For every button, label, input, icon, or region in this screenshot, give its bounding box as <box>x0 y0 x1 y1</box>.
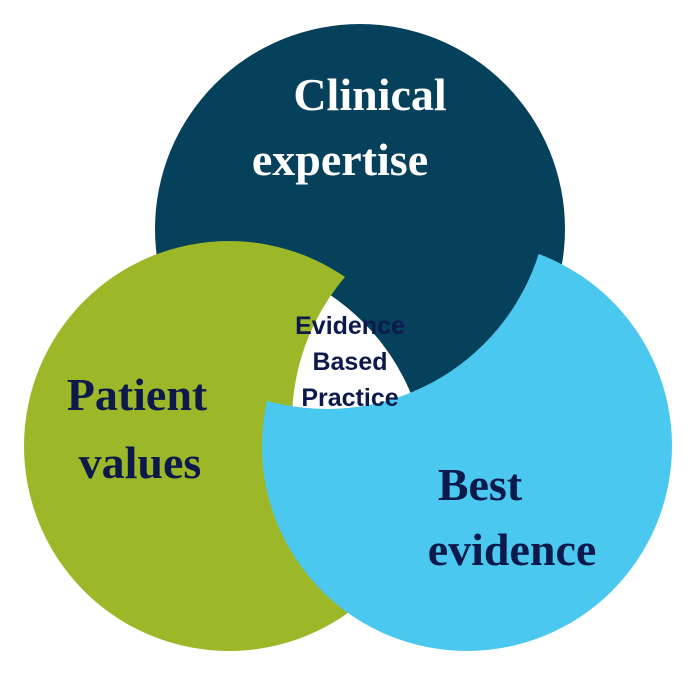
center-label-line3: Practice <box>301 384 398 412</box>
lobe-best-evidence-label-line2: evidence <box>428 524 597 575</box>
lobe-best-evidence-label-line1: Best <box>438 459 523 510</box>
center-label-group: Evidence Based Practice <box>295 312 405 412</box>
center-label-line1: Evidence <box>295 312 405 340</box>
center-label-line2: Based <box>312 348 387 376</box>
